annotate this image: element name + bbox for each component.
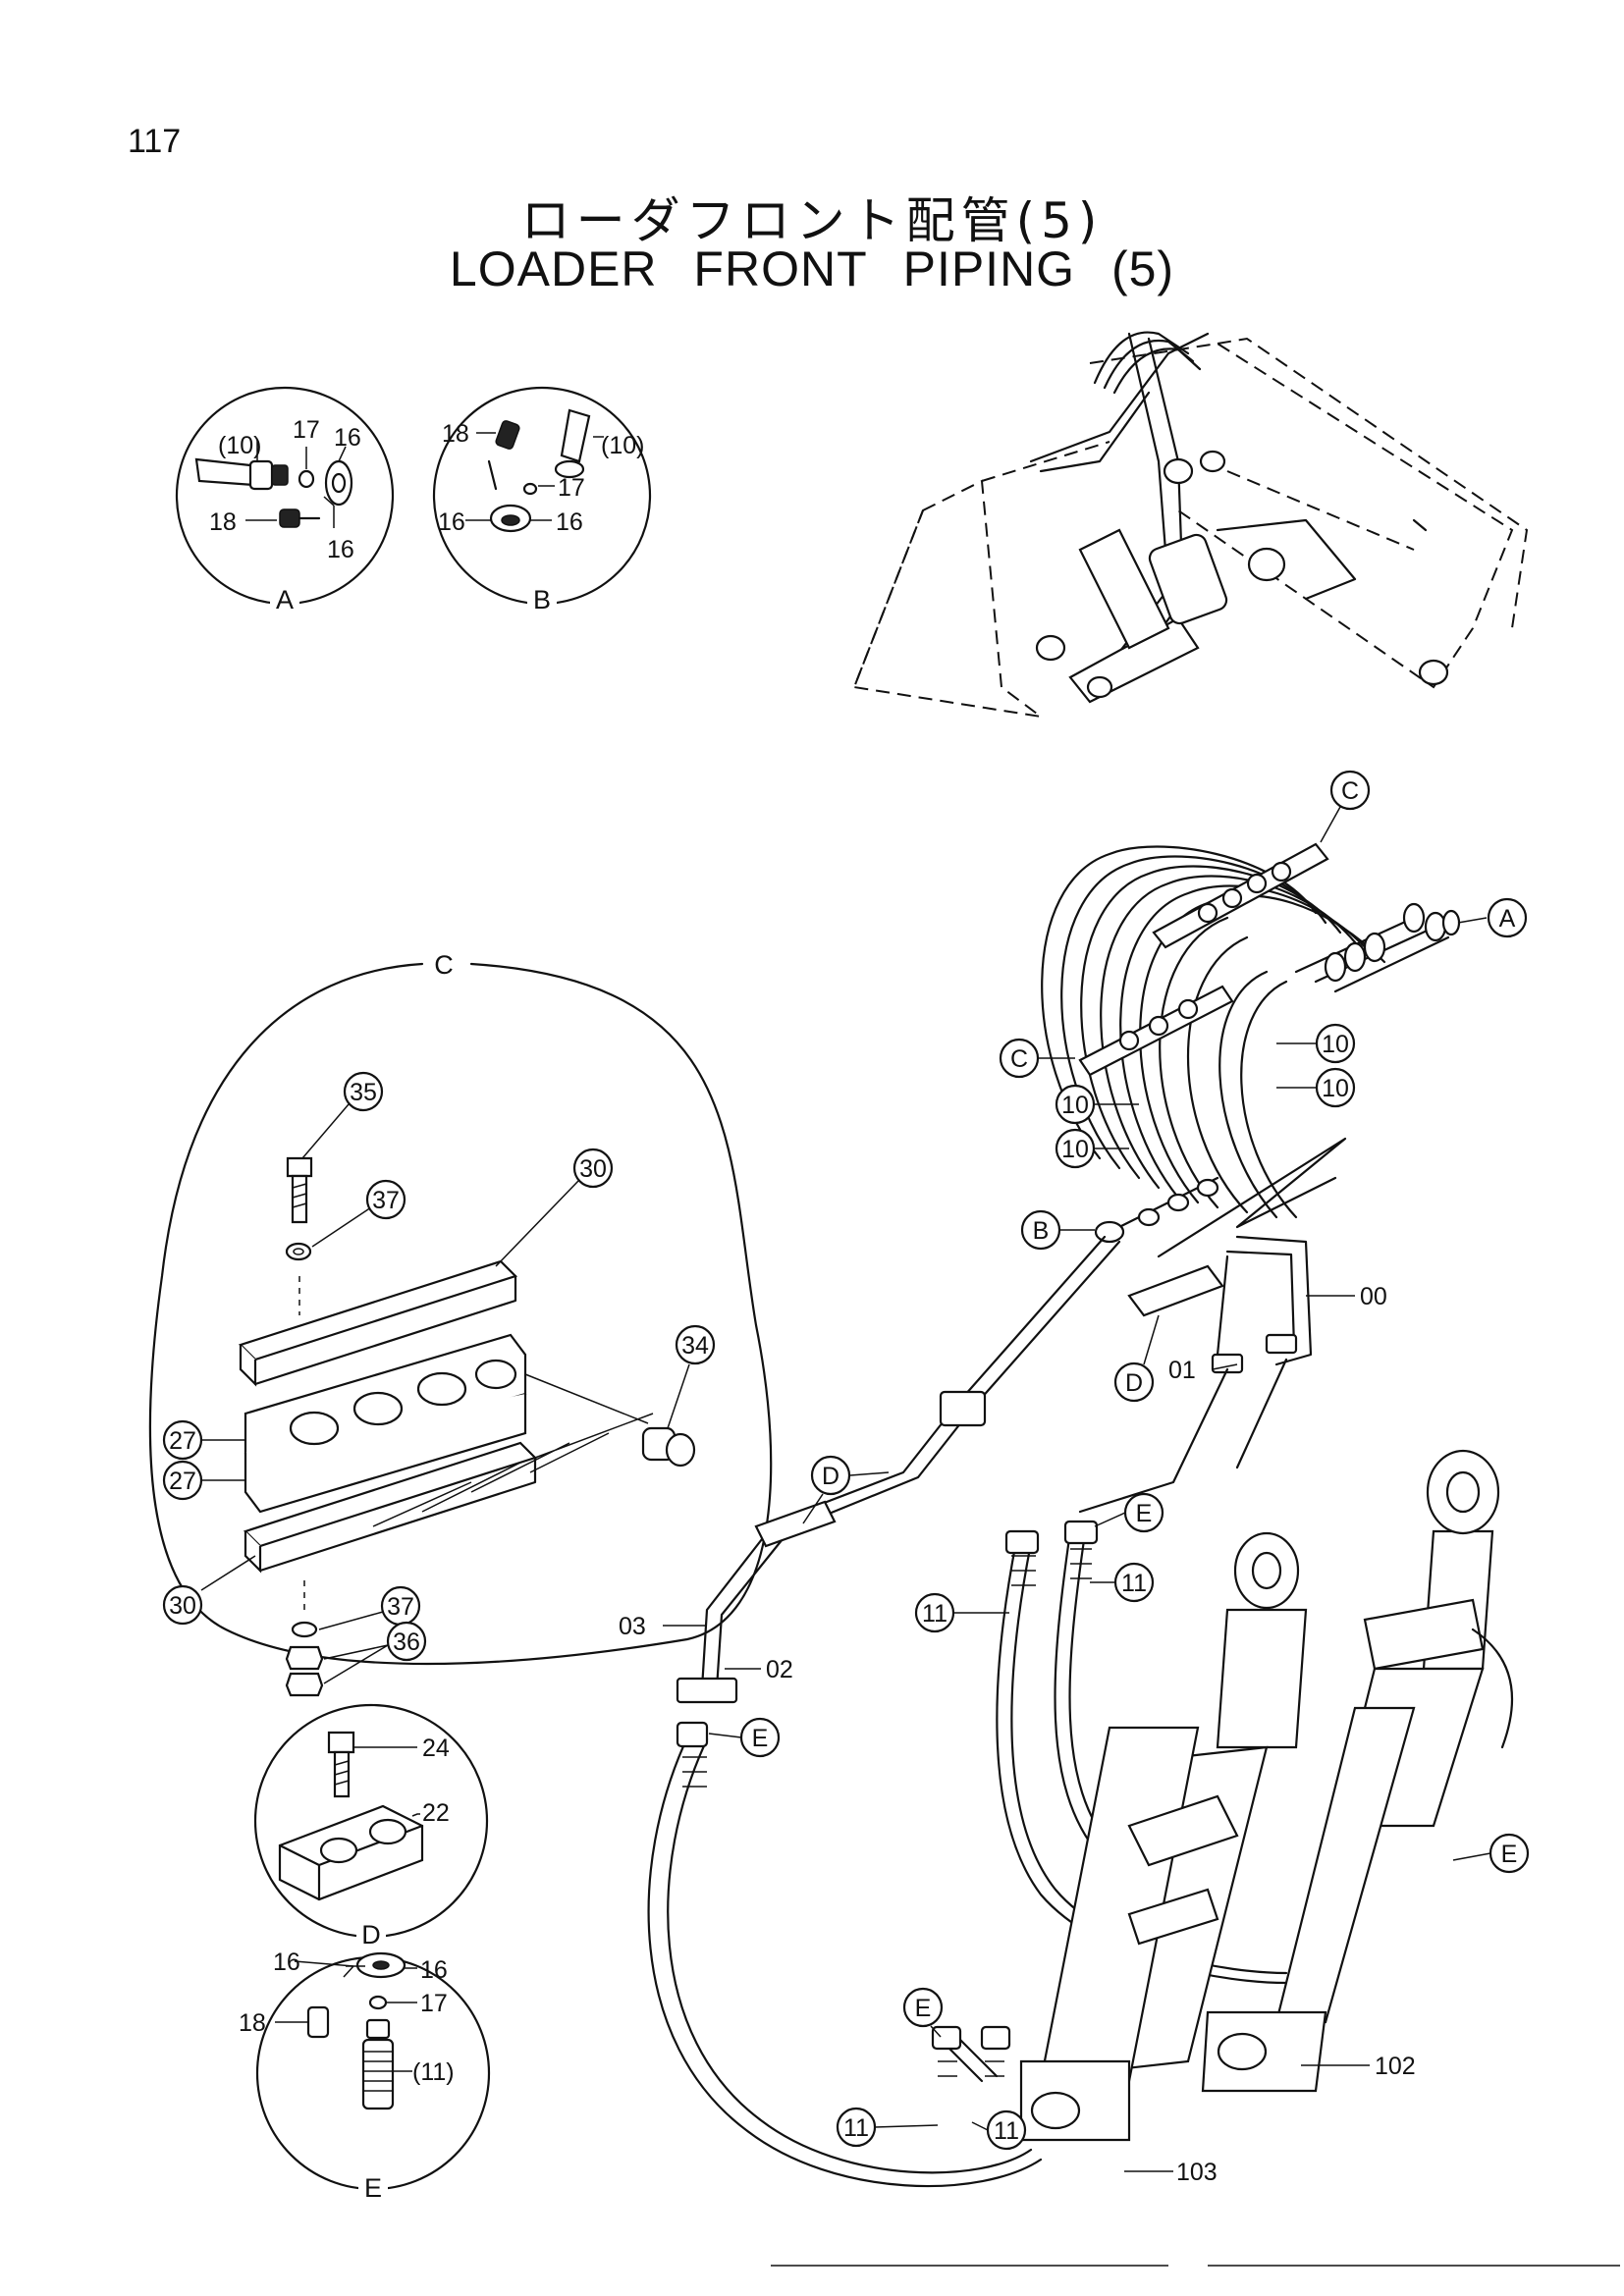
page-number: 117 (128, 123, 182, 160)
detail-c-label: C (434, 950, 454, 980)
detail-c-balloon-37-bottom: 37 (387, 1593, 414, 1621)
detail-d-label-22: 22 (422, 1799, 450, 1827)
detail-b-label-18: 18 (442, 420, 469, 448)
detail-a-label: A (276, 585, 294, 614)
main-part-11-bottom-right: 11 (994, 2117, 1019, 2145)
main-part-10-b: 10 (1322, 1075, 1349, 1102)
lift-cylinder-102 (1201, 1449, 1514, 2093)
detail-e: E 16 16 17 18 (11) (239, 1949, 491, 2203)
main-part-11-right: 11 (1121, 1570, 1147, 1597)
main-part-10-d: 10 (1061, 1136, 1089, 1163)
main-callout-e-upper: E (1136, 1500, 1153, 1527)
main-part-00: 00 (1360, 1283, 1387, 1310)
detail-c-balloon-37-top: 37 (372, 1187, 400, 1214)
detail-a-label-16-bottom: 16 (327, 536, 354, 563)
main-callout-d-right: D (1125, 1369, 1143, 1397)
detail-c-balloon-34: 34 (681, 1332, 709, 1360)
detail-b-label: B (533, 585, 551, 614)
detail-b: B 18 (10) 17 16 16 (432, 386, 652, 616)
detail-c-balloon-30-bottom: 30 (169, 1592, 196, 1620)
main-part-102: 102 (1375, 2053, 1416, 2080)
lift-cylinder-103 (1019, 1531, 1308, 2142)
main-part-02: 02 (766, 1656, 793, 1683)
detail-c: C (148, 950, 773, 1697)
detail-c-balloon-27-lower: 27 (169, 1468, 196, 1495)
loader-overview-illustration (852, 331, 1529, 718)
detail-a-circle (175, 386, 395, 606)
detail-c-balloon-30-top: 30 (579, 1155, 607, 1183)
main-part-103: 103 (1176, 2159, 1218, 2186)
main-part-03: 03 (619, 1613, 646, 1640)
title-japanese: ローダフロント配管(5) (520, 192, 1104, 249)
detail-c-balloon-35: 35 (350, 1079, 377, 1106)
detail-a-label-17: 17 (293, 416, 320, 444)
detail-a: A (10) 17 16 18 16 (175, 386, 395, 616)
detail-e-label-11: (11) (412, 2058, 455, 2086)
detail-d-label-24: 24 (422, 1735, 450, 1762)
detail-a-label-16-top: 16 (334, 424, 361, 452)
detail-e-label-17: 17 (420, 1990, 448, 2017)
detail-d-label: D (361, 1920, 381, 1949)
detail-c-balloon-36: 36 (393, 1629, 420, 1656)
detail-e-label-16-left: 16 (273, 1949, 300, 1976)
main-part-11-bottom-left: 11 (843, 2114, 869, 2142)
main-callout-e-right: E (1501, 1841, 1518, 1868)
main-part-10-c: 10 (1061, 1092, 1089, 1119)
detail-e-label: E (364, 2173, 382, 2203)
main-piping-assembly: C A C B D D E E E E (619, 770, 1530, 2188)
main-part-10-a: 10 (1322, 1031, 1349, 1058)
main-callout-e-left: E (752, 1725, 769, 1752)
main-callout-a: A (1499, 905, 1516, 933)
main-callout-d-left: D (822, 1463, 839, 1490)
main-callout-c-top: C (1341, 777, 1359, 805)
detail-a-label-18: 18 (209, 508, 237, 536)
main-callout-b: B (1033, 1217, 1050, 1245)
detail-b-label-10: (10) (601, 432, 644, 459)
detail-c-outline (148, 962, 773, 1666)
detail-b-label-16-left: 16 (438, 508, 465, 536)
detail-e-label-18: 18 (239, 2009, 266, 2037)
detail-b-label-17: 17 (558, 474, 585, 502)
main-part-11-left: 11 (922, 1600, 947, 1628)
title-english: LOADER FRONT PIPING (5) (449, 241, 1175, 296)
detail-b-label-16-right: 16 (556, 508, 583, 536)
detail-e-label-16-right: 16 (420, 1956, 448, 1984)
detail-c-balloon-27-upper: 27 (169, 1427, 196, 1455)
main-callout-c-left: C (1010, 1045, 1028, 1073)
detail-d: D 24 22 (253, 1703, 489, 1949)
detail-a-label-10: (10) (218, 432, 261, 459)
main-part-01: 01 (1168, 1357, 1196, 1384)
main-callout-e-bottom: E (915, 1995, 932, 2022)
